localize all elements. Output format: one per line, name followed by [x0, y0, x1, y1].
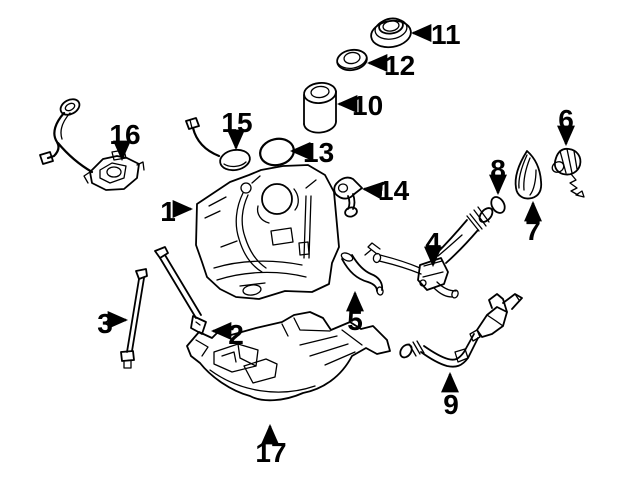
callout-11: 11 — [410, 19, 461, 50]
part-7-filler-neck-shield-drawing — [514, 150, 543, 200]
callout-17-label: 17 — [255, 437, 286, 468]
callout-14-label: 14 — [378, 175, 410, 206]
callout-15-label: 15 — [221, 107, 252, 138]
callout-16: 16 — [109, 119, 141, 162]
callout-7: 7 — [524, 200, 542, 246]
callout-4-label: 4 — [425, 227, 441, 258]
part-9-vent-pipe-drawing — [399, 293, 523, 368]
part-16-fuel-pump-assembly-drawing — [39, 98, 145, 191]
callout-8-label: 8 — [490, 154, 506, 185]
callout-8: 8 — [489, 154, 507, 196]
part-11-upper-grommet-drawing — [370, 17, 412, 49]
part-8-seal-ring-drawing — [490, 196, 506, 214]
part-12-lower-grommet-drawing — [336, 48, 368, 72]
callout-3: 3 — [97, 308, 129, 339]
callout-9: 9 — [441, 371, 459, 420]
callout-13-label: 13 — [303, 137, 334, 168]
part-10-filter-sleeve-drawing — [303, 82, 337, 134]
callout-7-label: 7 — [525, 215, 541, 246]
callout-13: 13 — [289, 137, 334, 168]
callout-11-label: 11 — [431, 19, 461, 50]
callout-17: 17 — [255, 423, 287, 468]
callout-14: 14 — [361, 175, 410, 206]
callout-2-label: 2 — [228, 319, 244, 350]
part-1-fuel-tank-drawing — [195, 164, 340, 300]
part-2-tank-strap-drawing — [154, 246, 207, 335]
part-15-fuel-sender-drawing — [185, 117, 251, 172]
callout-12: 12 — [366, 50, 415, 81]
callout-12-label: 12 — [384, 50, 415, 81]
callout-1-label: 1 — [160, 196, 176, 227]
callout-5: 5 — [346, 290, 364, 336]
part-13-gasket-drawing — [259, 137, 295, 167]
callout-1: 1 — [160, 196, 194, 227]
callout-9-label: 9 — [443, 389, 459, 420]
part-5-connector-hose-drawing — [340, 252, 384, 296]
callout-3-label: 3 — [97, 308, 113, 339]
callout-10: 10 — [336, 90, 383, 121]
callout-10-label: 10 — [352, 90, 383, 121]
part-3-tank-strap-drawing — [120, 268, 148, 369]
callout-15: 15 — [221, 107, 253, 151]
callout-5-label: 5 — [347, 305, 363, 336]
part-17-heat-shield-drawing — [186, 311, 391, 402]
part-6-fuel-cap-drawing — [551, 147, 585, 198]
callout-2: 2 — [210, 319, 244, 350]
callout-14-arrow — [361, 181, 384, 200]
callout-6-label: 6 — [558, 104, 574, 135]
callout-4: 4 — [424, 227, 442, 268]
callout-16-label: 16 — [109, 119, 140, 150]
part-14-support-bracket-drawing — [333, 176, 363, 218]
callout-6: 6 — [557, 104, 575, 147]
